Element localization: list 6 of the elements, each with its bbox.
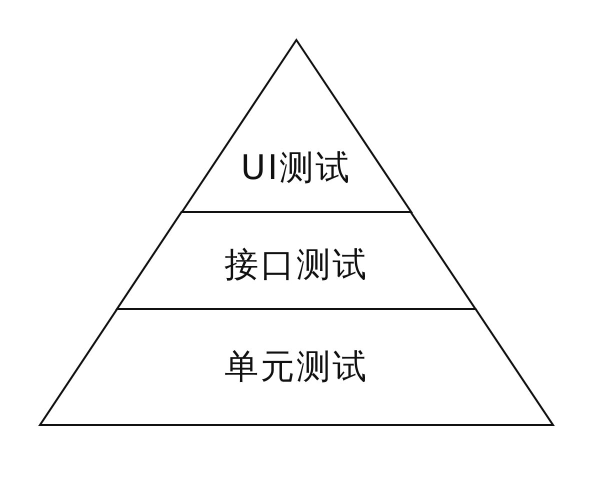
layer-label: 单元测试 <box>224 347 368 387</box>
pyramid-layer <box>117 212 476 309</box>
pyramid-top-triangle <box>182 40 411 212</box>
layer-label: 接口测试 <box>224 245 368 285</box>
pyramid-layer <box>40 309 553 425</box>
layer-label: UI测试 <box>240 148 352 188</box>
